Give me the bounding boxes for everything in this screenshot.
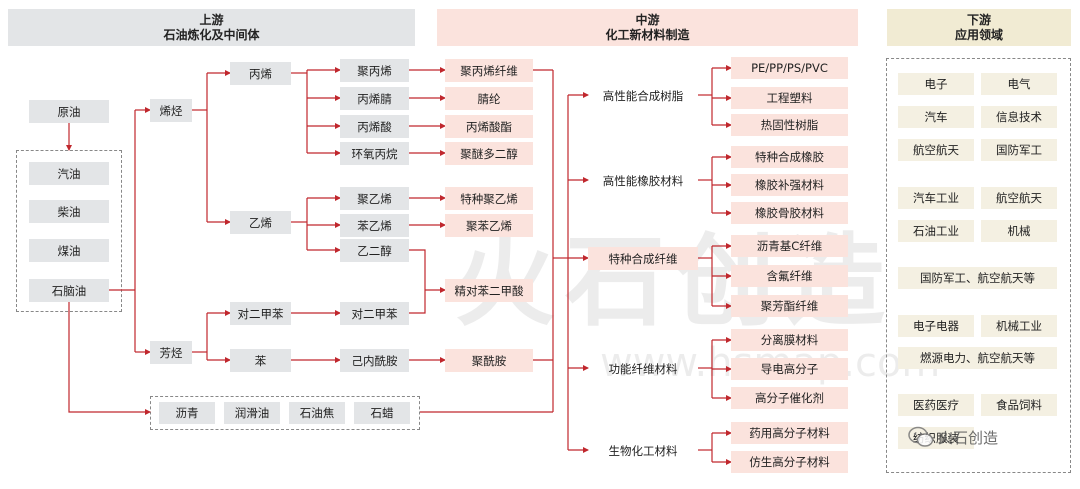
- application-box: 医药医疗: [898, 394, 974, 416]
- downstream-header: 下游 应用领域: [887, 9, 1071, 46]
- polyethylene-box: 聚乙烯: [340, 187, 409, 210]
- application-box: 信息技术: [981, 106, 1057, 128]
- crude-oil-box: 原油: [29, 100, 109, 123]
- downstream-subtitle: 应用领域: [954, 27, 1003, 42]
- aromatics-box: 芳烃: [150, 341, 192, 364]
- polypropylene-box: 聚丙烯: [340, 59, 409, 82]
- acrylonitrile-box: 丙烯腈: [340, 87, 409, 110]
- midstream-subtitle: 化工新材料制造: [605, 27, 690, 42]
- upstream-title: 上游: [199, 12, 224, 27]
- acrylate-box: 丙烯酸酯: [445, 115, 533, 138]
- material-box: 仿生高分子材料: [731, 451, 848, 473]
- midstream-header: 中游 化工新材料制造: [437, 9, 858, 46]
- ethylene-glycol-box: 乙二醇: [340, 239, 409, 262]
- wechat-label: 火石创造: [938, 428, 999, 447]
- application-box: 食品饲料: [981, 394, 1057, 416]
- byproduct-box: 石油焦: [289, 402, 345, 424]
- propylene-oxide-box: 环氧丙烷: [340, 142, 409, 165]
- application-box: 机械: [981, 220, 1057, 242]
- application-box: 航空航天: [898, 139, 974, 161]
- polyether-polyol-box: 聚醚多二醇: [445, 142, 533, 165]
- category-bio: 生物化工材料: [608, 443, 678, 458]
- styrene-box: 苯乙烯: [340, 214, 409, 237]
- category-rubber: 高性能橡胶材料: [602, 173, 684, 188]
- downstream-title: 下游: [966, 12, 991, 27]
- diesel-box: 柴油: [29, 200, 109, 223]
- material-box: 橡胶补强材料: [731, 174, 848, 196]
- benzene-box: 苯: [230, 349, 291, 372]
- gasoline-box: 汽油: [29, 162, 109, 185]
- material-box: 含氟纤维: [731, 265, 848, 287]
- naphtha-box: 石脑油: [29, 279, 109, 302]
- acrylic-acid-box: 丙烯酸: [340, 115, 409, 138]
- application-box: 电气: [981, 73, 1057, 95]
- midstream-title: 中游: [635, 12, 660, 27]
- application-box: 国防军工: [981, 139, 1057, 161]
- applications-group: [886, 58, 1071, 473]
- material-box: 沥青基C纤维: [731, 235, 848, 257]
- material-box: 特种合成橡胶: [731, 146, 848, 168]
- category-fiber: 特种合成纤维: [588, 247, 698, 270]
- material-box: 聚芳酯纤维: [731, 295, 848, 317]
- px-box: 对二甲苯: [230, 302, 291, 325]
- material-box: 高分子催化剂: [731, 387, 848, 409]
- propylene-box: 丙烯: [230, 62, 291, 85]
- application-box: 航空航天: [981, 187, 1057, 209]
- material-box: 工程塑料: [731, 87, 848, 109]
- byproduct-box: 沥青: [159, 402, 215, 424]
- wechat-badge: 火石创造: [908, 426, 998, 448]
- ethylene-box: 乙烯: [230, 211, 291, 234]
- application-box: 机械工业: [981, 315, 1057, 337]
- special-pe-box: 特种聚乙烯: [445, 187, 533, 210]
- material-box: 导电高分子: [731, 358, 848, 380]
- material-box: PE/PP/PS/PVC: [731, 57, 848, 79]
- upstream-header: 上游 石油炼化及中间体: [8, 9, 415, 46]
- material-box: 药用高分子材料: [731, 422, 848, 444]
- application-box: 电子电器: [898, 315, 974, 337]
- caprolactam-box: 己内酰胺: [340, 349, 409, 372]
- olefins-box: 烯烃: [150, 99, 192, 122]
- material-box: 热固性树脂: [731, 114, 848, 136]
- application-box: 燃源电力、航空航天等: [898, 347, 1057, 369]
- pta-box: 精对苯二甲酸: [445, 279, 533, 302]
- application-box: 电子: [898, 73, 974, 95]
- application-box: 石油工业: [898, 220, 974, 242]
- application-box: 汽车: [898, 106, 974, 128]
- material-box: 橡胶骨胶材料: [731, 202, 848, 224]
- category-functional: 功能纤维材料: [608, 361, 678, 376]
- kerosene-box: 煤油: [29, 239, 109, 262]
- pp-fiber-box: 聚丙烯纤维: [445, 59, 533, 82]
- polystyrene-box: 聚苯乙烯: [445, 214, 533, 237]
- polyamide-box: 聚酰胺: [445, 349, 533, 372]
- byproduct-box: 润滑油: [224, 402, 280, 424]
- category-resin: 高性能合成树脂: [602, 88, 684, 103]
- px2-box: 对二甲苯: [340, 302, 409, 325]
- upstream-subtitle: 石油炼化及中间体: [163, 27, 260, 42]
- wechat-icon: [908, 426, 934, 447]
- application-box: 汽车工业: [898, 187, 974, 209]
- acrylic-fiber-box: 腈纶: [445, 87, 533, 110]
- application-box: 国防军工、航空航天等: [898, 267, 1057, 289]
- material-box: 分离膜材料: [731, 329, 848, 351]
- byproduct-box: 石蜡: [354, 402, 410, 424]
